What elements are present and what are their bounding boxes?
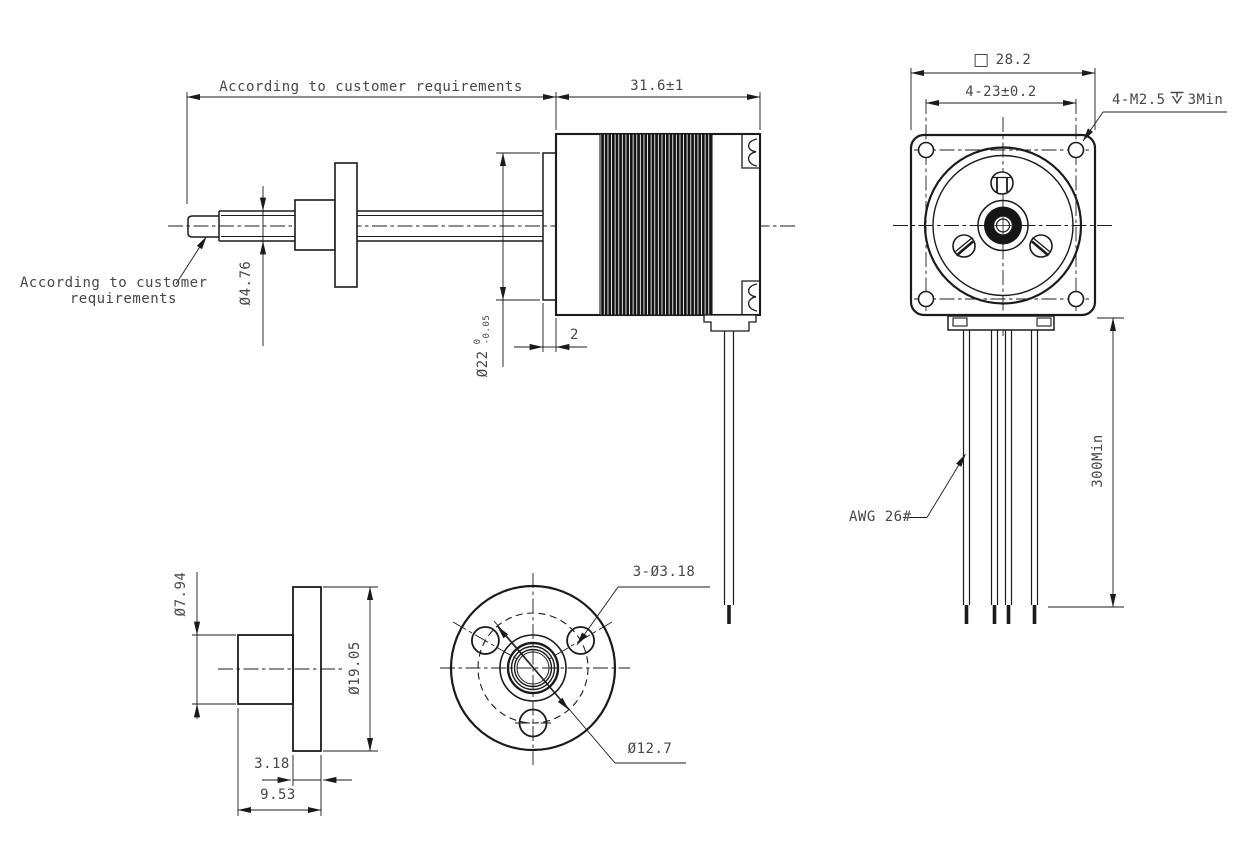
motor-side-view <box>168 132 795 624</box>
side-view-dimensions <box>175 92 761 367</box>
dim-nut-holes-label: 3-Ø3.18 <box>632 564 696 580</box>
stator-laminations <box>599 133 713 316</box>
tapped-holes-thread: 4-M2.5 <box>1112 91 1166 108</box>
shaft-tip-note: According to customer requirements <box>20 275 208 307</box>
screw-lower-left-slot-b <box>955 240 974 257</box>
dim-arrow-bolt-circle-lr <box>532 667 570 710</box>
dim-shaft-diameter-label: Ø4.76 <box>238 260 254 306</box>
lead-screw-thread-lines <box>221 215 543 237</box>
screw-lower-right-slot-b <box>1031 240 1050 257</box>
leader-tapped-holes-arrow <box>1082 111 1104 142</box>
mounting-notch-bottom <box>741 280 760 315</box>
dim-flange-thickness-label: 3.18 <box>254 756 290 772</box>
dim-pilot-diameter-label: Ø22 0 -0.05 <box>473 314 492 378</box>
corner-hole-bottom-right <box>1067 290 1085 308</box>
dim-body-length-label: 31.6±1 <box>630 78 684 94</box>
dim-bolt-circle-label: Ø12.7 <box>627 741 673 757</box>
nut-hub <box>294 199 336 251</box>
nut-detail-face-view <box>440 573 630 765</box>
flange-size-value: 28.2 <box>995 52 1032 68</box>
wire-block-notch-left <box>952 317 968 327</box>
note-tapped-holes: 4-M2.5 3Min <box>1112 90 1223 109</box>
square-symbol-icon <box>974 53 988 67</box>
dim-overall-shaft-label: According to customer requirements <box>219 79 523 95</box>
corner-hole-bottom-left <box>917 290 935 308</box>
lead-screw-tip <box>187 215 219 238</box>
screw-top <box>990 171 1014 195</box>
front-view-dimensions <box>908 68 1227 608</box>
end-bell-circle <box>923 146 1083 305</box>
wire-exit-block-front <box>947 315 1055 331</box>
nut-face-centerlines <box>440 573 630 765</box>
depth-symbol-icon <box>1169 90 1185 109</box>
shaft-tip-note-line2: requirements <box>69 291 177 307</box>
lead-wires-label: AWG 26# <box>849 509 912 525</box>
mounting-notch-top-profile <box>747 138 758 167</box>
lead-wires <box>962 330 1039 605</box>
pilot-dia-value: Ø22 <box>475 350 491 378</box>
screw-lower-right-slot-a <box>1032 236 1050 253</box>
shaft-tip-note-line1: According to customer <box>20 275 208 291</box>
dim-hub-diameter-label: Ø7.94 <box>173 571 189 617</box>
nut-detail-side-view <box>218 586 345 752</box>
nut-flange-disc <box>334 162 358 288</box>
leader-nut-holes-arrow <box>576 586 619 646</box>
nut-face-hole-upper-right <box>566 626 595 655</box>
screw-lower-left-slot-a <box>955 236 973 253</box>
lead-wire-stripped-tips <box>964 605 1037 624</box>
nut-detail-side-dimensions <box>192 572 378 816</box>
tapped-holes-depth: 3Min <box>1187 91 1224 108</box>
wire-block-notch-right <box>1036 317 1052 327</box>
dim-line-bolt-circle <box>493 620 616 764</box>
corner-hole-top-left <box>917 141 935 159</box>
nut-face-hole-upper-left <box>470 626 500 655</box>
motor-front-view <box>893 99 1113 624</box>
nut-detail-flange <box>292 586 322 752</box>
hub-outer-circle <box>977 199 1029 252</box>
dim-lead-length-label: 300Min <box>1090 434 1106 488</box>
leader-shaft-tip-note <box>175 236 207 285</box>
dim-flange-size-label: 28.2 <box>974 52 1032 68</box>
pilot-boss <box>542 152 557 301</box>
nut-detail-hub <box>237 634 294 705</box>
pilot-dia-tolerance: 0 -0.05 <box>473 314 492 345</box>
dim-pilot-length-label: 2 <box>570 327 579 343</box>
pilot-dia-row: Ø22 0 -0.05 <box>473 314 492 378</box>
corner-hole-top-right <box>1067 141 1085 159</box>
mounting-notch-bottom-profile <box>747 283 758 312</box>
pilot-circle <box>932 154 1074 297</box>
leader-awg-arrow <box>926 453 966 518</box>
dim-arrow-bolt-circle-ul <box>496 626 534 669</box>
dim-mounting-holes-label: 4-23±0.2 <box>965 84 1037 100</box>
mounting-notch-top <box>741 135 760 169</box>
wire-exit-block-side <box>703 314 757 332</box>
nut-detail-face-dimensions <box>493 586 710 764</box>
pilot-dia-tol-lower: -0.05 <box>482 314 492 345</box>
dim-nut-total-length-label: 9.53 <box>260 787 296 803</box>
dim-flange-diameter-label: Ø19.05 <box>347 641 363 695</box>
lead-screw-outline <box>219 210 543 242</box>
